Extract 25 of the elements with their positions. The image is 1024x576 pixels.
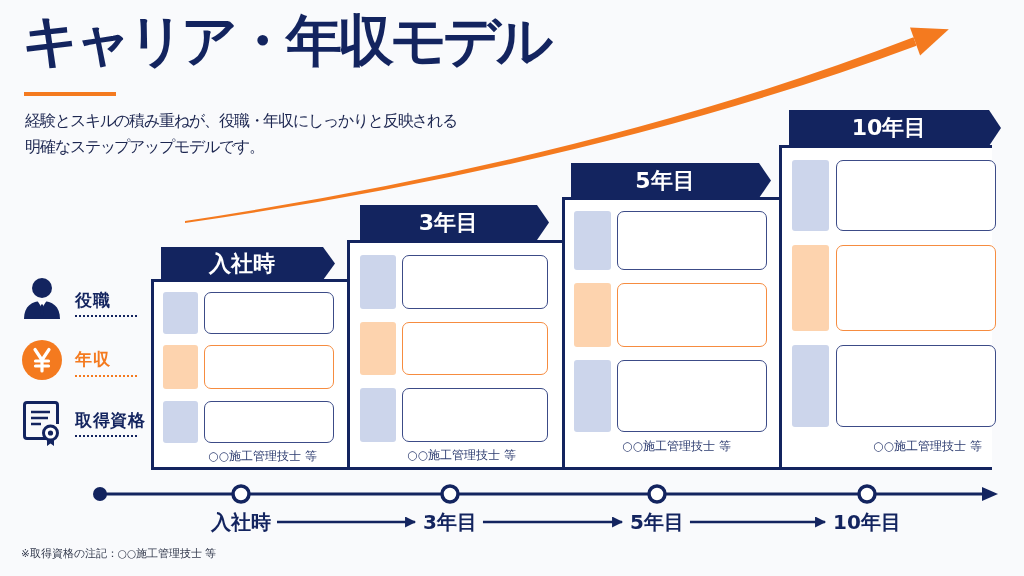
qualification-note: ○○施工管理技士 等 — [407, 448, 516, 463]
row-label: 取得資格 — [75, 409, 145, 432]
stage-card — [347, 205, 562, 470]
timeline-label: 3年目 — [423, 509, 477, 535]
stage-title: 入社時 — [209, 250, 275, 278]
arrow — [277, 516, 417, 528]
stage-card — [562, 163, 779, 470]
qualification-note: ○○施工管理技士 等 — [873, 439, 982, 454]
footnote: ※取得資格の注記：○○施工管理技士 等 — [21, 546, 217, 561]
row-label: 年収 — [75, 348, 110, 371]
stage-title: 10年目 — [851, 114, 927, 142]
timeline-label: 10年目 — [833, 509, 901, 535]
stage-title: 3年目 — [418, 209, 479, 237]
stage-card — [151, 247, 347, 470]
qualification-note: ○○施工管理技士 等 — [208, 449, 317, 464]
title: キャリア・年収モデル — [22, 13, 549, 69]
arrow — [689, 516, 827, 528]
timeline-label: 入社時 — [211, 509, 271, 535]
qualification-note: ○○施工管理技士 等 — [622, 439, 731, 454]
subtitle: 経験とスキルの積み重ねが、役職・年収にしっかりと反映される明確なステップアップモデルです。 — [25, 111, 459, 158]
timeline-label: 5年目 — [630, 509, 684, 535]
row-label: 役職 — [75, 289, 110, 312]
stage-card — [779, 110, 1001, 470]
arrow — [482, 516, 624, 528]
stage-title: 5年目 — [635, 167, 695, 195]
